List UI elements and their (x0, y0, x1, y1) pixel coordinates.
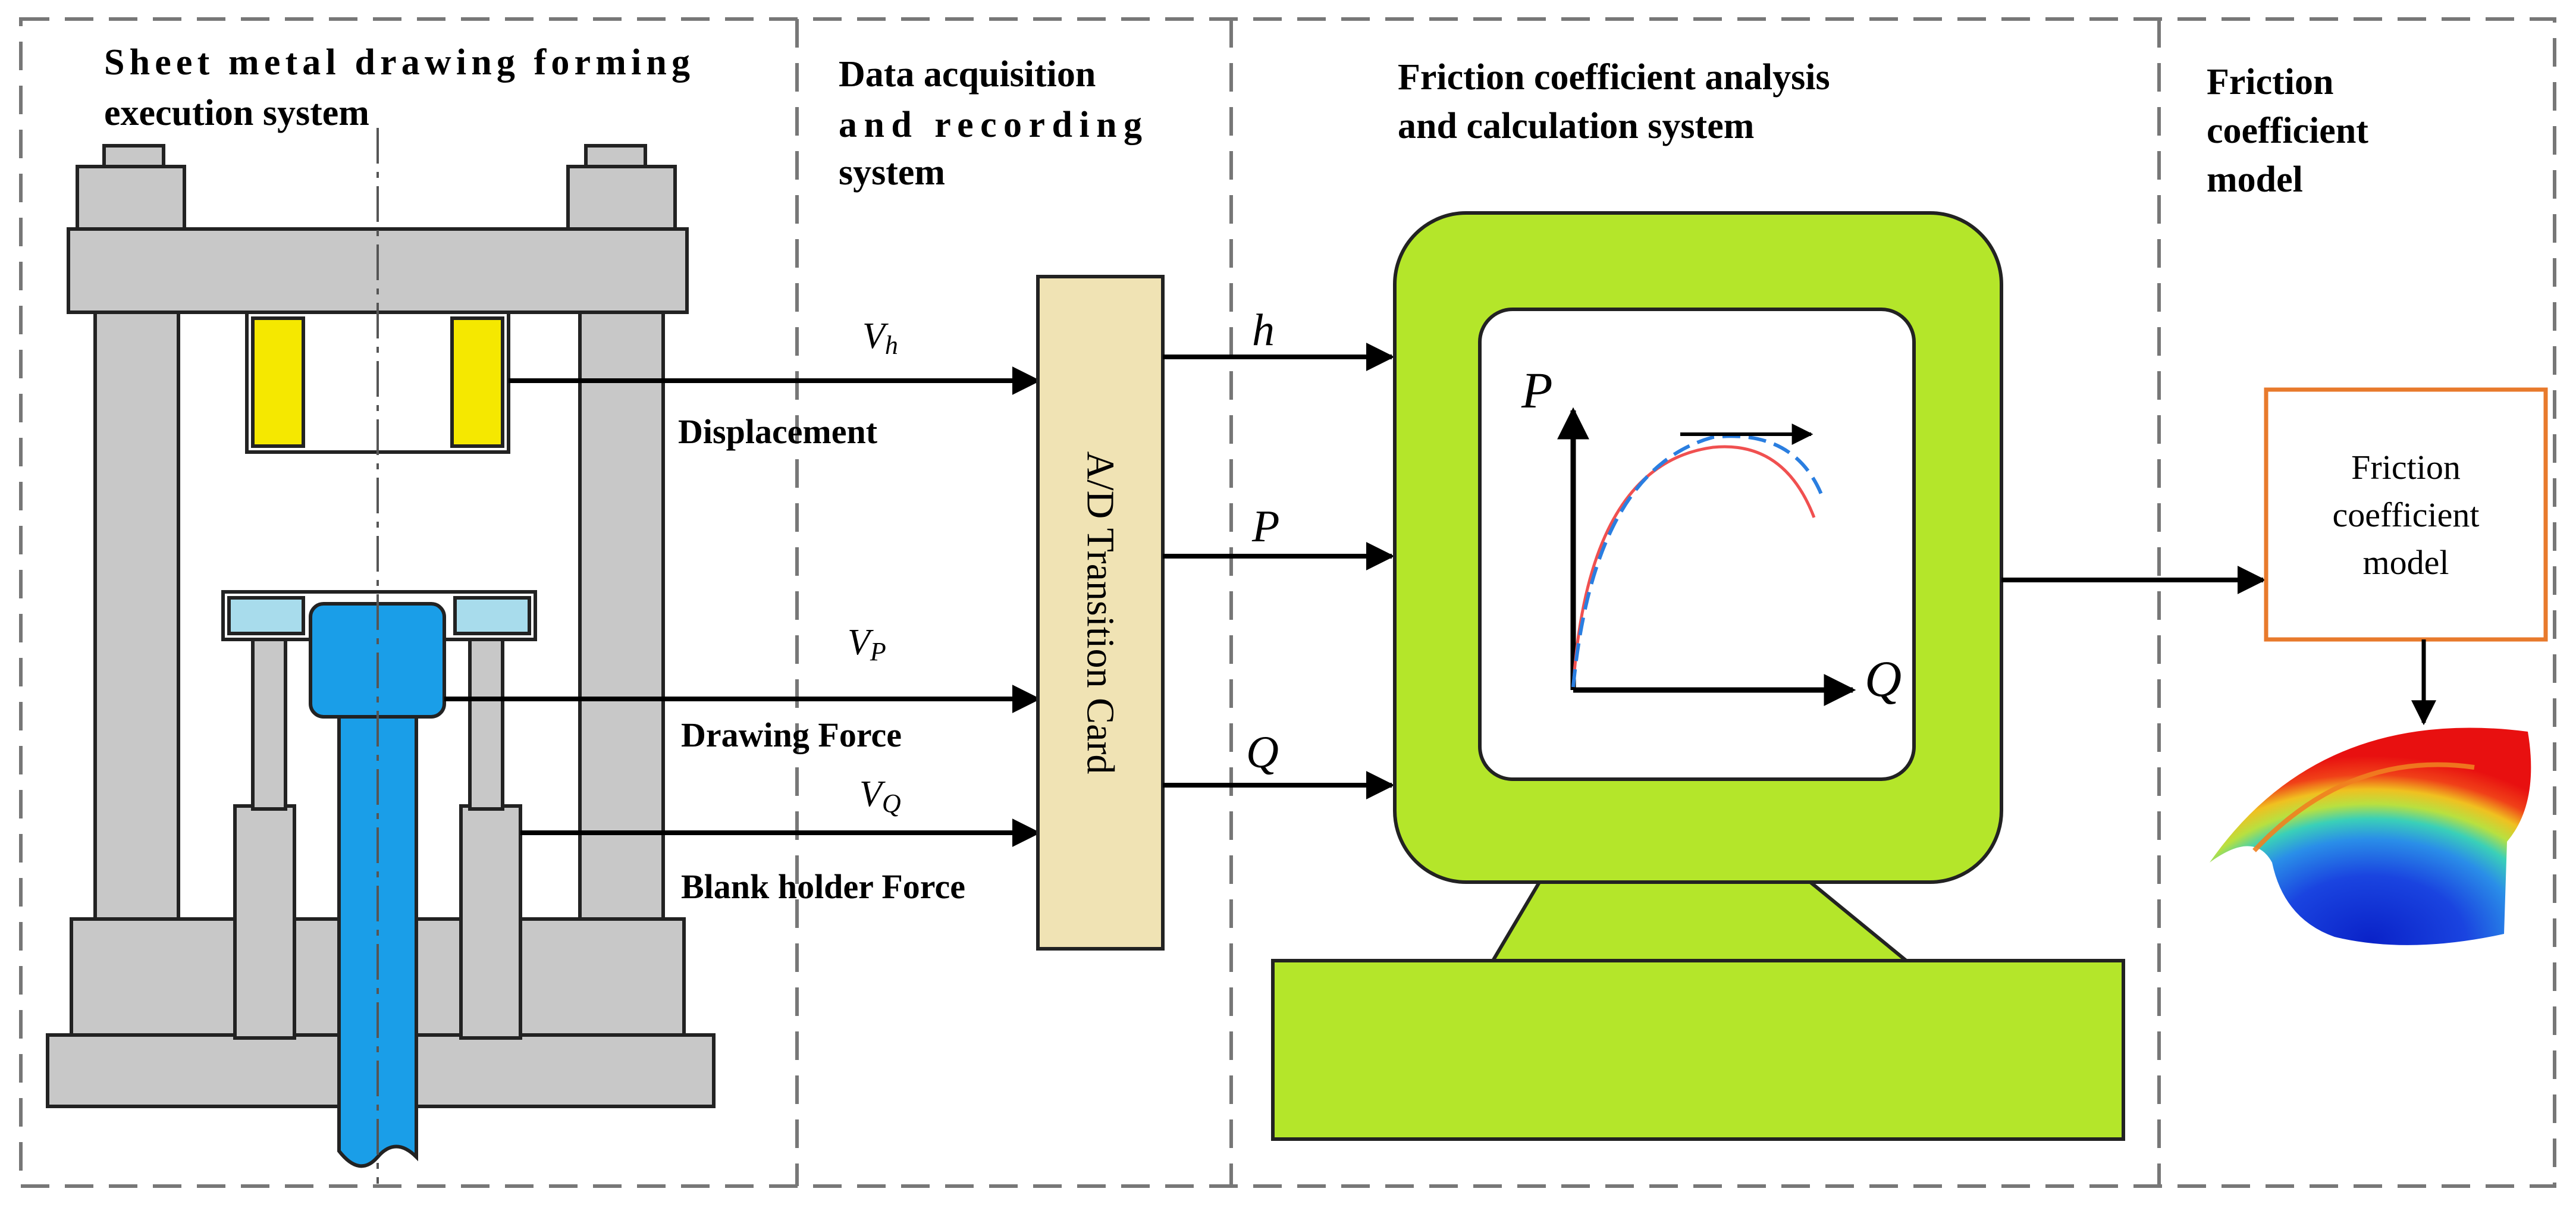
blank-holder-pad-right (453, 596, 531, 635)
section-header-analysis: Friction coefficient analysis and calcul… (1398, 57, 1830, 146)
hydraulic-press (46, 128, 716, 1184)
upper-die-pad-right (450, 316, 504, 448)
press-column-right (578, 308, 665, 924)
acquisition-title-line3: system (839, 152, 945, 193)
plot-x-label: Q (1865, 650, 1902, 707)
computer (1271, 211, 2125, 1141)
blank-holder-force-symbol: VQ (859, 774, 901, 818)
drawing-force-symbol: VP (848, 622, 886, 666)
section-frame (19, 17, 2556, 1188)
model-box-line1: Friction (2351, 448, 2461, 487)
model-box-frame (2264, 387, 2548, 642)
signal-out-q: Q (1163, 727, 1395, 799)
section-header-acquisition: Data acquisition and recording system (839, 54, 1142, 193)
plot-y-label: P (1521, 362, 1553, 419)
monitor-stand (1489, 879, 1912, 962)
forming-title-line1: Sheet metal drawing forming (104, 42, 690, 83)
fe-part-inner-arc (2252, 762, 2475, 852)
acquisition-title-line1: Data acquisition (839, 54, 1096, 95)
blank-holder-post-left (233, 804, 296, 1040)
signal-blank-holder-force: VQ Blank holder Force (520, 774, 1041, 906)
forming-title-line2: execution system (104, 93, 369, 133)
friction-plot: P Q (1521, 362, 1902, 707)
press-column-left (93, 308, 180, 924)
section-header-model: Friction coefficient model (2207, 62, 2368, 200)
displacement-symbol: Vh (862, 316, 898, 360)
upper-die-pad-left (251, 316, 305, 448)
blank-holder-post-right (459, 804, 522, 1040)
signal-drawing-force: VP Drawing Force (444, 622, 1041, 754)
signal-displacement: Vh Displacement (509, 316, 1041, 451)
model-title-line3: model (2207, 159, 2303, 200)
analysis-title-line1: Friction coefficient analysis (1398, 57, 1830, 98)
guide-rod-left (251, 638, 287, 811)
drawing-force-label: Drawing Force (681, 716, 902, 754)
displacement-label: Displacement (678, 412, 878, 451)
ad-transition-card: A/D Transition Card (1036, 275, 1165, 951)
p-symbol: P (1251, 501, 1279, 551)
h-symbol: h (1252, 305, 1275, 355)
press-nut-left (76, 165, 186, 234)
punch-rod (337, 712, 418, 1168)
model-title-line2: coefficient (2207, 111, 2368, 151)
ad-card-label: A/D Transition Card (1079, 451, 1122, 774)
curve-fitted (1571, 434, 1825, 688)
guide-rod-right (468, 638, 504, 811)
model-title-line1: Friction (2207, 62, 2334, 102)
signal-out-h: h (1163, 305, 1395, 371)
friction-model-box: Friction coefficient model (2264, 387, 2548, 642)
ad-card-body (1036, 275, 1165, 951)
curve-measured (1571, 445, 1816, 688)
q-symbol: Q (1246, 727, 1279, 777)
section-header-forming: Sheet metal drawing forming execution sy… (104, 42, 690, 133)
model-box-line3: model (2363, 543, 2449, 582)
blank-holder-pad-left (227, 596, 305, 635)
signal-out-p: P (1163, 501, 1395, 570)
friction-fe-result (2210, 727, 2531, 945)
model-box-line2: coefficient (2333, 495, 2480, 534)
fe-part-shell (2210, 727, 2531, 945)
press-nut-right (566, 165, 677, 234)
blank-holder-force-label: Blank holder Force (681, 867, 965, 906)
acquisition-title-line2: and recording (839, 105, 1142, 145)
analysis-title-line2: and calculation system (1398, 106, 1754, 146)
computer-keyboard-base (1271, 959, 2125, 1141)
